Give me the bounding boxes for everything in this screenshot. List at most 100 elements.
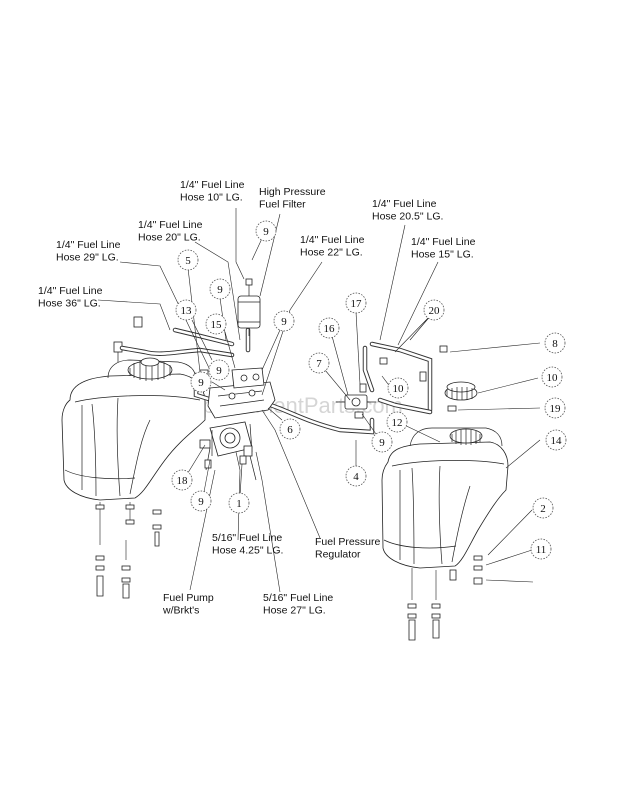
callout-circle (423, 299, 445, 321)
mounting-bracket (207, 367, 276, 419)
callout-6: 6 (279, 418, 301, 440)
callout-9: 9 (273, 310, 295, 332)
label-line: 1/4" Fuel Line (38, 285, 103, 297)
label-line: 5/16" Fuel Line (263, 592, 333, 604)
callout-number: 17 (351, 298, 363, 310)
callout-circle (541, 366, 563, 388)
label-line: 1/4" Fuel Line (411, 236, 476, 248)
callout-circle (345, 465, 367, 487)
callout-number: 9 (263, 226, 269, 238)
callout-19: 19 (544, 397, 566, 419)
callout-circle (386, 411, 408, 433)
label-line: Hose 20.5" LG. (372, 211, 443, 223)
callout-9: 9 (255, 220, 277, 242)
small-fittings (133, 316, 457, 469)
callout-number: 9 (217, 284, 223, 296)
callout-9: 9 (209, 278, 231, 300)
callout-9: 9 (190, 490, 212, 512)
label-line: 1/4" Fuel Line (300, 234, 365, 246)
callout-number: 9 (198, 496, 204, 508)
fuel-cap (444, 381, 478, 401)
callout-circle (387, 377, 409, 399)
callout-7: 7 (308, 352, 330, 374)
label-line: Hose 36" LG. (38, 298, 101, 310)
callout-circle (175, 299, 197, 321)
callout-4: 4 (345, 465, 367, 487)
label-line: 1/4" Fuel Line (138, 219, 203, 231)
label-line: Hose 29" LG. (56, 252, 119, 264)
callout-circle (345, 292, 367, 314)
callout-circle (532, 497, 554, 519)
fuel-hoses (119, 327, 433, 435)
label-line: 1/4" Fuel Line (372, 198, 437, 210)
callout-circle (371, 431, 393, 453)
label-line: Hose 10" LG. (180, 192, 243, 204)
callout-11: 11 (530, 538, 552, 560)
label-line: High Pressure (259, 186, 326, 198)
callout-number: 19 (550, 403, 562, 415)
label-line: Hose 15" LG. (411, 249, 474, 261)
callout-9: 9 (208, 359, 230, 381)
callout-8: 8 (544, 332, 566, 354)
callout-circle (255, 220, 277, 242)
callout-circle (190, 490, 212, 512)
callout-number: 8 (552, 338, 558, 350)
label-line: 5/16" Fuel Line (212, 532, 282, 544)
callout-circle (208, 359, 230, 381)
callout-number: 9 (281, 316, 287, 328)
callout-number: 16 (324, 323, 336, 335)
callout-number: 1 (236, 498, 242, 510)
fuel-filter (237, 278, 261, 336)
callout-number: 2 (540, 503, 546, 515)
callout-number: 20 (429, 305, 441, 317)
label-line: Regulator (315, 549, 361, 561)
callout-10: 10 (387, 377, 409, 399)
label-line: Fuel Pressure (315, 536, 381, 548)
callout-number: 9 (379, 437, 385, 449)
callout-circle (318, 317, 340, 339)
callout-circle (273, 310, 295, 332)
label-line: Fuel Pump (163, 592, 214, 604)
callout-number: 9 (198, 377, 204, 389)
callout-10: 10 (541, 366, 563, 388)
label-line: 1/4" Fuel Line (180, 179, 245, 191)
callout-circle (209, 278, 231, 300)
label-line: Fuel Filter (259, 199, 306, 211)
left-fuel-tank (61, 341, 206, 501)
callout-9: 9 (190, 371, 212, 393)
callout-number: 7 (316, 358, 322, 370)
callout-number: 11 (536, 544, 547, 556)
callout-number: 12 (392, 417, 403, 429)
label-line: w/Brkt's (162, 605, 199, 617)
callout-circle (205, 313, 227, 335)
callout-number: 15 (211, 319, 223, 331)
label-line: Hose 22" LG. (300, 247, 363, 259)
callout-number: 14 (551, 435, 563, 447)
callout-2: 2 (532, 497, 554, 519)
callout-12: 12 (386, 411, 408, 433)
leader-lines (97, 208, 541, 593)
callout-9: 9 (371, 431, 393, 453)
callout-circle (171, 469, 193, 491)
callout-16: 16 (318, 317, 340, 339)
callout-14: 14 (545, 429, 567, 451)
callout-18: 18 (171, 469, 193, 491)
callout-number: 10 (547, 372, 559, 384)
label-line: 1/4" Fuel Line (56, 239, 121, 251)
fuel-pressure-regulator (336, 394, 376, 410)
callout-17: 17 (345, 292, 367, 314)
callout-circle (545, 429, 567, 451)
callout-circle (308, 352, 330, 374)
callout-circle (530, 538, 552, 560)
